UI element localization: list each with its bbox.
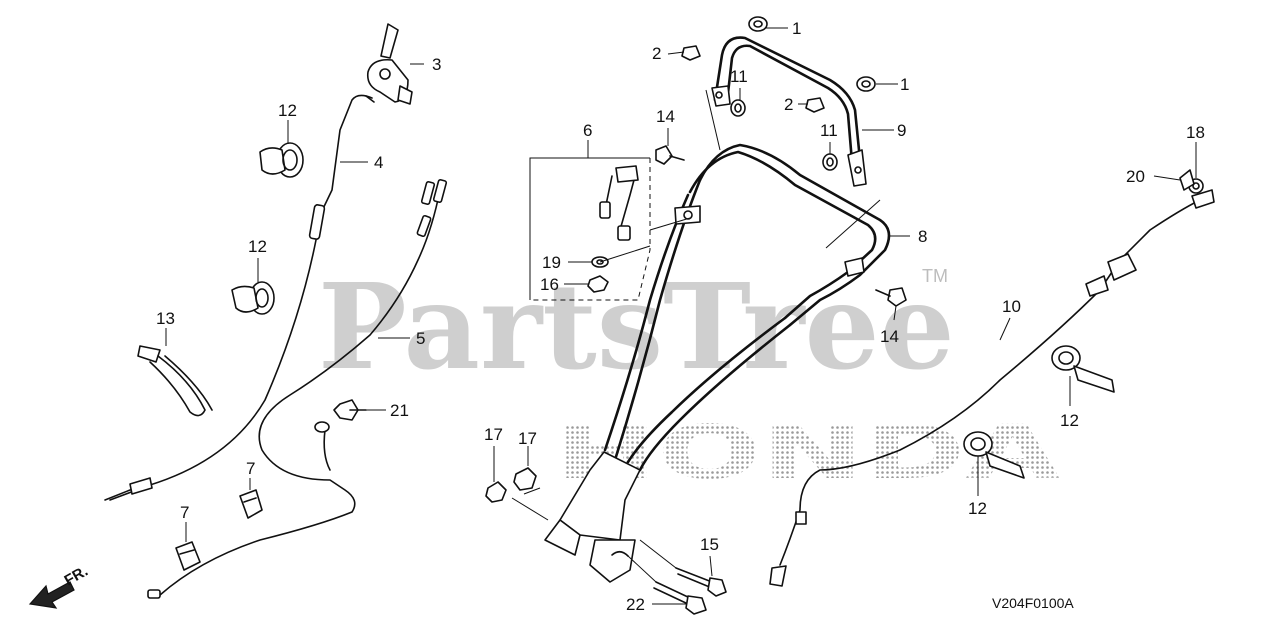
callout-7-right: 7 xyxy=(246,459,255,478)
callout-21: 21 xyxy=(390,401,409,420)
part-2-bolt-upper[interactable] xyxy=(681,45,701,61)
part-4-throttle-cable[interactable] xyxy=(104,94,375,501)
part-12-cable-clip-lower[interactable] xyxy=(231,281,275,315)
callout-17-left: 17 xyxy=(484,425,503,444)
callout-15: 15 xyxy=(700,535,719,554)
callout-16: 16 xyxy=(540,275,559,294)
part-8-main-handle[interactable] xyxy=(544,143,891,583)
watermark-trademark: TM xyxy=(922,266,948,286)
callout-1-right: 1 xyxy=(900,75,909,94)
part-10-control-cable[interactable] xyxy=(769,189,1215,587)
part-3-control-lever[interactable] xyxy=(366,23,413,105)
part-14-bolt-upper[interactable] xyxy=(655,145,685,165)
part-12-cable-clip-upper[interactable] xyxy=(259,142,304,178)
callout-19: 19 xyxy=(542,253,561,272)
part-14-bolt-lower[interactable] xyxy=(875,287,907,307)
callout-7-left: 7 xyxy=(180,503,189,522)
callout-14-upper: 14 xyxy=(656,107,675,126)
part-11-washer-upper[interactable] xyxy=(730,99,746,117)
callout-9: 9 xyxy=(897,121,906,140)
callout-22: 22 xyxy=(626,595,645,614)
diagram-code: V204F0100A xyxy=(992,595,1074,611)
part-7-harness-clip-left[interactable] xyxy=(175,541,201,571)
watermark-brand: PartsTree xyxy=(318,257,955,396)
callout-4: 4 xyxy=(374,153,383,172)
callout-6: 6 xyxy=(583,121,592,140)
part-20-clip[interactable] xyxy=(1179,169,1195,191)
part-17-nut-right[interactable] xyxy=(513,467,537,491)
callout-17-right: 17 xyxy=(518,429,537,448)
part-12-cable-clip-right-lower[interactable] xyxy=(963,431,1025,479)
callout-3: 3 xyxy=(432,55,441,74)
part-1-nut-right[interactable] xyxy=(856,76,876,92)
part-16-nut[interactable] xyxy=(587,275,609,293)
part-2-bolt-lower[interactable] xyxy=(805,97,825,113)
callout-12-left-lower: 12 xyxy=(248,237,267,256)
callout-13: 13 xyxy=(156,309,175,328)
callout-10: 10 xyxy=(1002,297,1021,316)
part-5-wire-harness[interactable] xyxy=(147,178,448,599)
callout-12-right-upper: 12 xyxy=(1060,411,1079,430)
callout-1-top: 1 xyxy=(792,19,801,38)
part-12-cable-clip-right-upper[interactable] xyxy=(1051,345,1115,393)
callout-2-upper: 2 xyxy=(652,44,661,63)
callout-5: 5 xyxy=(416,329,425,348)
callout-14-lower: 14 xyxy=(880,327,899,346)
part-17-nut-left[interactable] xyxy=(485,481,507,503)
callout-18: 18 xyxy=(1186,123,1205,142)
front-arrow-icon xyxy=(28,581,75,609)
callout-8: 8 xyxy=(918,227,927,246)
part-15-bolt[interactable] xyxy=(675,567,727,597)
callout-12-right-lower: 12 xyxy=(968,499,987,518)
part-22-bolt[interactable] xyxy=(653,581,707,615)
callout-2-lower: 2 xyxy=(784,95,793,114)
part-11-washer-lower[interactable] xyxy=(822,153,838,171)
front-direction-indicator: FR. xyxy=(28,563,91,609)
part-9-upper-handle[interactable] xyxy=(711,36,867,187)
callout-11-upper: 11 xyxy=(730,67,748,86)
part-13-cable-tie[interactable] xyxy=(137,345,213,417)
part-1-nut-top[interactable] xyxy=(748,16,768,32)
part-7-harness-clip-right[interactable] xyxy=(239,489,263,519)
leader-lines xyxy=(165,27,1197,605)
part-6-switch-assembly[interactable] xyxy=(529,157,651,301)
callout-12-left-upper: 12 xyxy=(278,101,297,120)
callout-20: 20 xyxy=(1126,167,1145,186)
callout-11-lower: 11 xyxy=(820,121,838,140)
